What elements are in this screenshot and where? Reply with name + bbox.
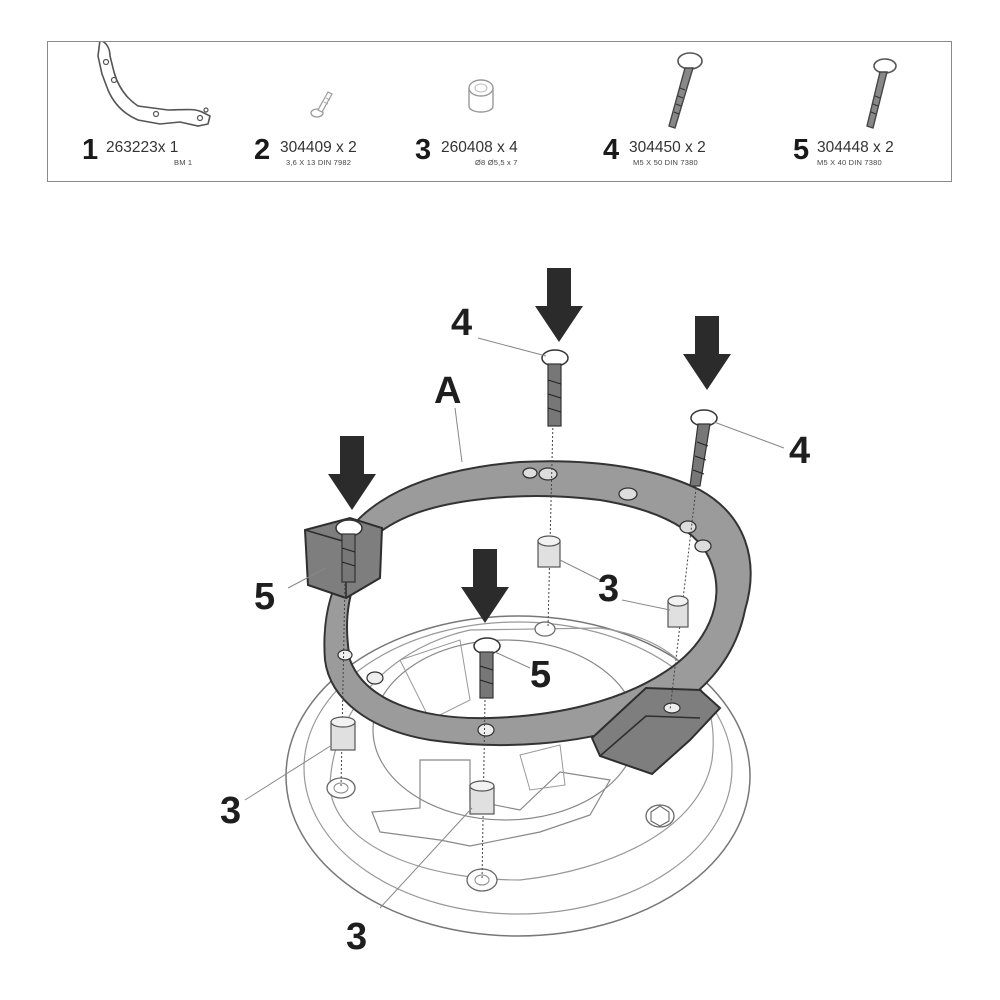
assembly-guide-lines	[340, 419, 698, 881]
spacer-icon	[468, 79, 494, 113]
callout-label-A: A	[434, 370, 462, 412]
part-spec: Ø8 Ø5,5 x 7	[475, 158, 518, 167]
spacer-3-d	[469, 780, 495, 815]
part-number: 5	[793, 134, 810, 166]
spacer-3-a	[537, 535, 561, 568]
part-number: 3	[415, 134, 432, 166]
arrow-down-icon	[461, 549, 509, 623]
part-code: 304409 x 2	[280, 139, 357, 156]
arrow-down-icon	[328, 436, 376, 510]
bolt-4-left	[541, 349, 569, 427]
spacer-3-b	[667, 595, 689, 628]
part-number: 1	[82, 134, 99, 166]
parts-list-box: 1 263223x 1 BM 1 2 304409 x 2 3,6 X 13 D…	[47, 41, 952, 182]
callout-label-5-center: 5	[530, 654, 552, 696]
part-5: 5 304448 x 2 M5 X 40 DIN 7380	[793, 42, 951, 181]
part-3: 3 260408 x 4 Ø8 Ø5,5 x 7	[415, 42, 585, 181]
part-code: 304450 x 2	[629, 139, 706, 156]
arrow-down-icon	[535, 268, 583, 342]
arrow-down-icon	[683, 316, 731, 390]
part-4: 4 304450 x 2 M5 X 50 DIN 7380	[603, 42, 773, 181]
bolt-5-center	[473, 637, 501, 699]
part-number: 4	[603, 134, 620, 166]
part-spec: M5 X 50 DIN 7380	[633, 158, 698, 167]
part-code: 304448 x 2	[817, 139, 894, 156]
base-hole	[534, 621, 556, 637]
part-spec: 3,6 X 13 DIN 7982	[286, 158, 352, 167]
callout-label-3-bottom: 3	[346, 916, 368, 958]
callout-label-3-left: 3	[220, 790, 242, 832]
callout-label-5-left: 5	[254, 576, 276, 618]
bracket-plate-icon	[97, 42, 211, 127]
small-screw-icon	[310, 91, 333, 118]
callout-label-4-left: 4	[451, 302, 473, 344]
part-2: 2 304409 x 2 3,6 X 13 DIN 7982	[248, 42, 418, 181]
spacer-3-c	[330, 716, 356, 751]
bolt-4-right	[689, 409, 718, 487]
part-1: 1 263223x 1 BM 1	[48, 42, 228, 181]
callout-label-4-right: 4	[789, 430, 811, 472]
part-number: 2	[254, 134, 271, 166]
part-code: 260408 x 4	[441, 139, 518, 156]
bolt-icon	[866, 58, 897, 129]
bolt-5-left	[335, 519, 363, 583]
part-spec: BM 1	[174, 158, 193, 167]
long-bolt-icon	[668, 52, 703, 129]
callout-label-3-right: 3	[598, 568, 620, 610]
base-hole	[645, 804, 675, 828]
part-code: 263223x 1	[106, 139, 179, 156]
part-spec: M5 X 40 DIN 7380	[817, 158, 882, 167]
leader-lines	[244, 337, 785, 909]
